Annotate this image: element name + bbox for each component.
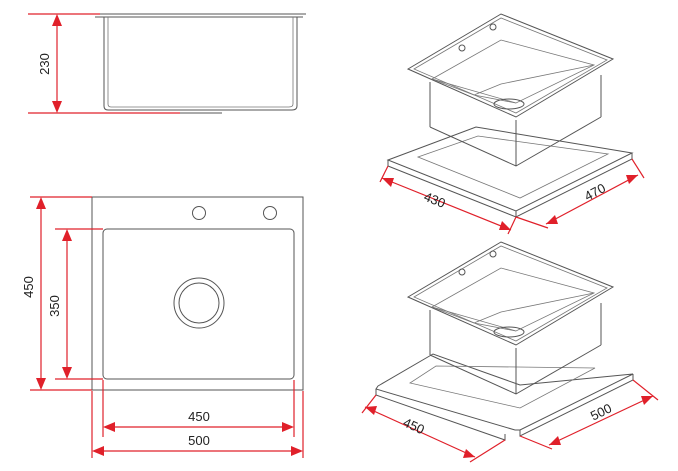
top-inner-width-label: 450 (188, 409, 210, 424)
drain-outer (173, 277, 225, 329)
side-view: 230 (28, 13, 306, 114)
iso-upper-left-label: 430 (422, 189, 448, 211)
faucet-hole-1 (192, 206, 206, 220)
side-height-label: 230 (37, 53, 52, 75)
top-outer-width-label: 500 (188, 433, 210, 448)
iso-view-lower: 450 500 (361, 241, 659, 463)
iso-lower-right-label: 500 (588, 400, 614, 423)
drain-inner (178, 282, 220, 324)
iso-upper-right-label: 470 (582, 180, 608, 203)
top-inner-height-label: 350 (47, 295, 62, 317)
top-outer-height-label: 450 (21, 276, 36, 298)
top-view: 450 350 450 500 (21, 196, 304, 458)
faucet-hole-2 (263, 206, 277, 220)
iso-view-upper: 430 470 (379, 13, 645, 235)
